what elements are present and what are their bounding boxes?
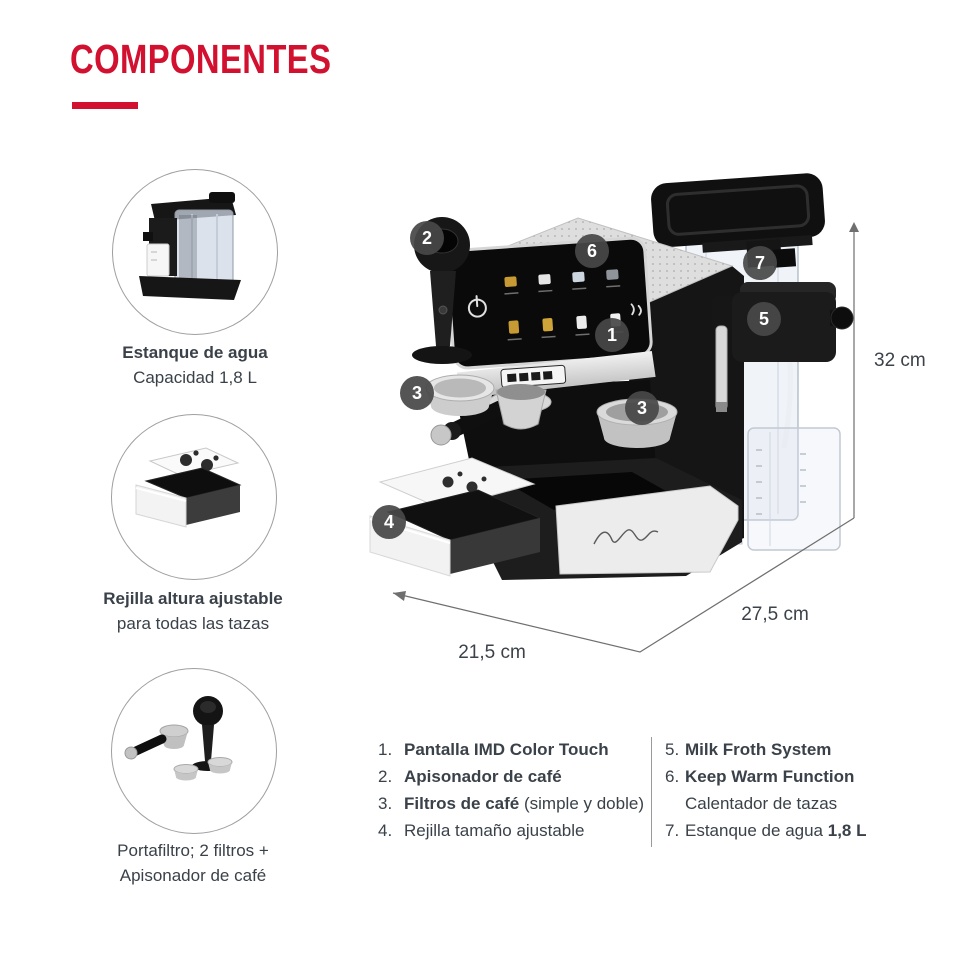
callout-badge-6: 6 [575,234,609,268]
legend-divider [651,737,652,847]
thumbnail-caption-water-tank: Estanque de agua Capacidad 1,8 L [45,340,345,390]
arrow-left-icon [393,591,406,601]
brand-logo [500,364,567,388]
callout-badge-3: 3 [400,376,434,410]
signature-scribble [593,529,659,545]
callout-badge-2: 2 [410,221,444,255]
callout-badge-3: 3 [625,391,659,425]
legend-item-number: 2. [378,767,393,786]
legend-item-number: 4. [378,821,393,840]
legend-item: 1.Pantalla IMD Color Touch [378,736,644,763]
legend-item: 6.Keep Warm Function [665,763,866,790]
arrow-up-icon [849,222,859,232]
thumbnail-portafilter-set [111,668,277,834]
callout-badge-5: 5 [747,302,781,336]
filter-basket-left [425,374,495,416]
water-tank-image [139,192,241,300]
legend-item-number: 3. [378,794,393,813]
legend-item: 5.Milk Froth System [665,736,866,763]
legend-item-number: 6. [665,767,680,786]
legend-item-number: 5. [665,740,680,759]
steam-icon [630,303,642,316]
caption-line: Portafiltro; 2 filtros + [117,841,269,860]
drip-grid-image [135,447,242,528]
portafilter-set-image [124,696,233,781]
base-front-plate [555,485,739,575]
caption-line: Apisonador de café [119,866,267,885]
thumbnail-caption-drip-grid: Rejilla altura ajustable para todas las … [43,586,343,636]
footprint-dimension-lines [392,517,855,653]
callout-badge-7: 7 [743,246,777,280]
legend-item-text: Rejilla tamaño ajustable [404,821,585,840]
height-dimension-label: 32 cm [874,350,926,371]
legend-item-text: Calentador de tazas [685,794,838,813]
width-dimension-label: 21,5 cm [458,642,526,663]
thumbnail-caption-portafilter: Portafiltro; 2 filtros + Apisonador de c… [43,838,343,888]
callout-badge-4: 4 [372,505,406,539]
legend-item: Calentador de tazas [665,790,866,817]
portafilter-part [430,384,547,446]
legend-item: 3.Filtros de café (simple y doble) [378,790,644,817]
caption-line: Capacidad 1,8 L [133,368,257,387]
thumbnail-water-tank [112,169,278,335]
legend-left-column: 1.Pantalla IMD Color Touch 2.Apisonador … [378,736,644,844]
legend-item: 7.Estanque de agua 1,8 L [665,817,866,844]
legend-item: 2.Apisonador de café [378,763,644,790]
title-underline [72,102,138,109]
display-panel [445,236,656,399]
callout-badge-1: 1 [595,318,629,352]
depth-dimension-label: 27,5 cm [741,604,809,625]
thumbnail-drip-grid [111,414,277,580]
caption-line: Rejilla altura ajustable [103,589,283,608]
legend-right-column: 5.Milk Froth System 6.Keep Warm Function… [665,736,866,844]
power-icon [467,295,487,318]
dimension-lines [392,222,859,653]
legend-item-text: Estanque de agua [685,821,828,840]
legend-item-number: 1. [378,740,393,759]
measuring-cup-part [747,427,841,551]
caption-line: Estanque de agua [122,343,268,362]
page-title: COMPONENTES [70,36,332,82]
legend-item-number: 7. [665,821,680,840]
caption-line: para todas las tazas [116,614,270,633]
legend-item: 4. Rejilla tamaño ajustable [378,817,644,844]
